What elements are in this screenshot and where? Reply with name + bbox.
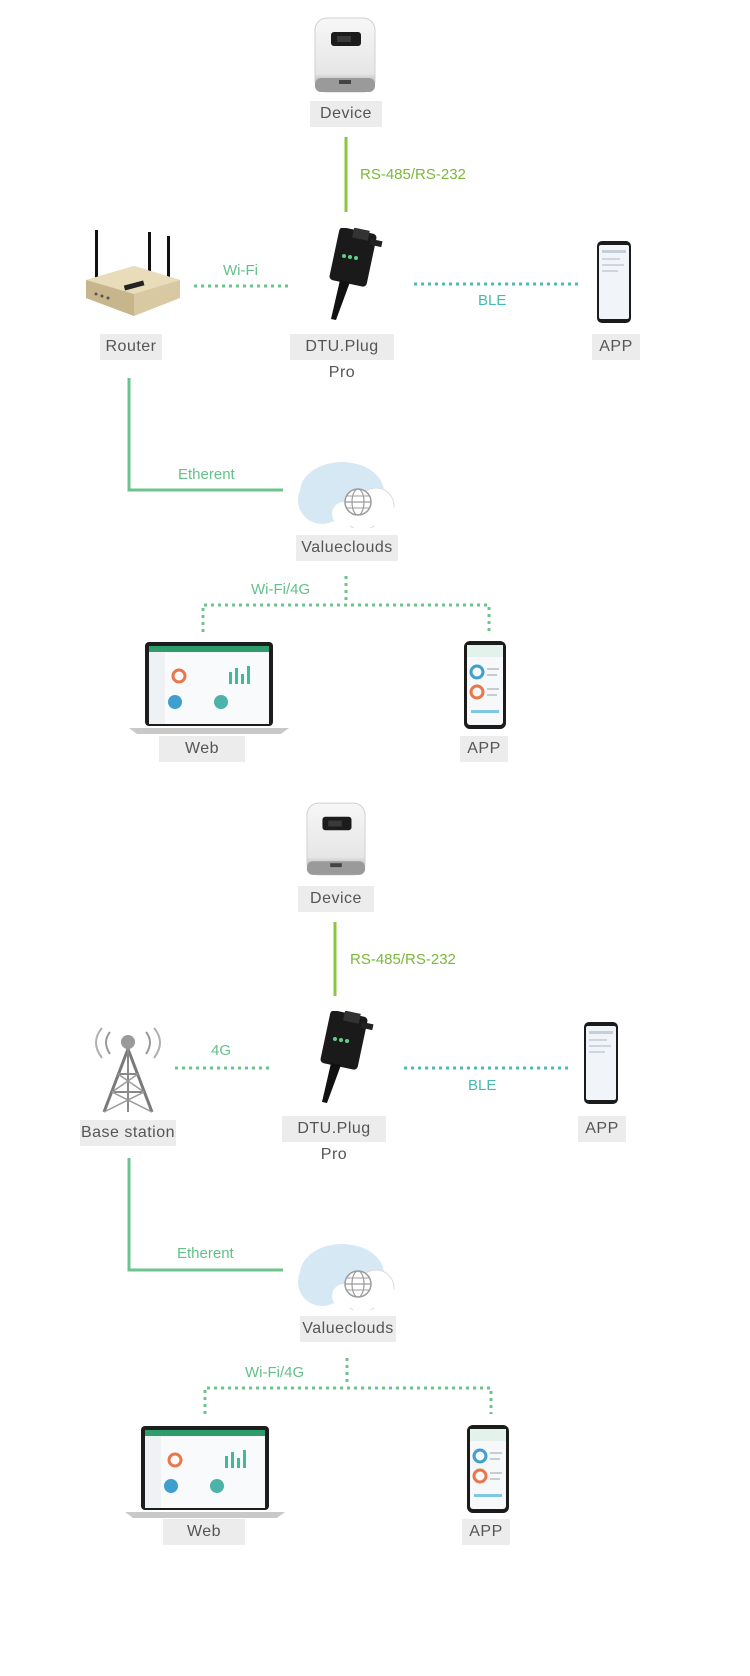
- dtu-label: DTU.Plug Pro: [290, 334, 394, 381]
- client-line-1: [201, 603, 491, 632]
- app-label-top: APP: [592, 334, 640, 360]
- wifi-link-label: Wi-Fi: [223, 262, 258, 279]
- laptop-icon: [129, 642, 289, 734]
- phone-icon: [467, 1425, 509, 1513]
- router-label: Router: [100, 334, 162, 360]
- phone-icon: [597, 241, 631, 323]
- device-icon: [314, 17, 376, 93]
- ethernet-line-1: [127, 378, 283, 492]
- ethernet-line-2: [127, 1158, 283, 1272]
- device-icon: [306, 802, 366, 876]
- ethernet-link-label: Etherent: [178, 466, 235, 483]
- web-label: Web: [163, 1519, 245, 1545]
- ble-link-label: BLE: [478, 292, 507, 309]
- 4g-link-label: 4G: [211, 1042, 232, 1059]
- app-label-bottom: APP: [460, 736, 508, 762]
- rs-link-label: RS-485/RS-232: [360, 166, 466, 183]
- app-label-top: APP: [578, 1116, 626, 1142]
- router-icon: [86, 230, 180, 316]
- device-label: Device: [310, 101, 382, 127]
- dtu-label: DTU.Plug Pro: [282, 1116, 386, 1163]
- dtu-icon: [329, 228, 383, 320]
- client-link-label: Wi-Fi/4G: [251, 581, 311, 598]
- cloud-label: Valueclouds: [296, 535, 398, 561]
- client-line-2: [203, 1386, 493, 1414]
- app-label-bottom: APP: [462, 1519, 510, 1545]
- base-station-icon: [95, 1027, 161, 1113]
- rs-link-label: RS-485/RS-232: [350, 951, 456, 968]
- base-station-label: Base station: [80, 1120, 176, 1146]
- cloud-icon: [298, 462, 396, 528]
- phone-icon: [584, 1022, 618, 1104]
- phone-icon: [464, 641, 506, 729]
- cloud-icon: [298, 1244, 396, 1310]
- dtu-icon: [320, 1011, 374, 1103]
- client-link-label: Wi-Fi/4G: [245, 1364, 305, 1381]
- device-label: Device: [298, 886, 374, 912]
- ethernet-link-label: Etherent: [177, 1245, 234, 1262]
- laptop-icon: [125, 1426, 285, 1518]
- ble-link-label: BLE: [468, 1077, 497, 1094]
- cloud-label: Valueclouds: [300, 1316, 396, 1342]
- web-label: Web: [159, 736, 245, 762]
